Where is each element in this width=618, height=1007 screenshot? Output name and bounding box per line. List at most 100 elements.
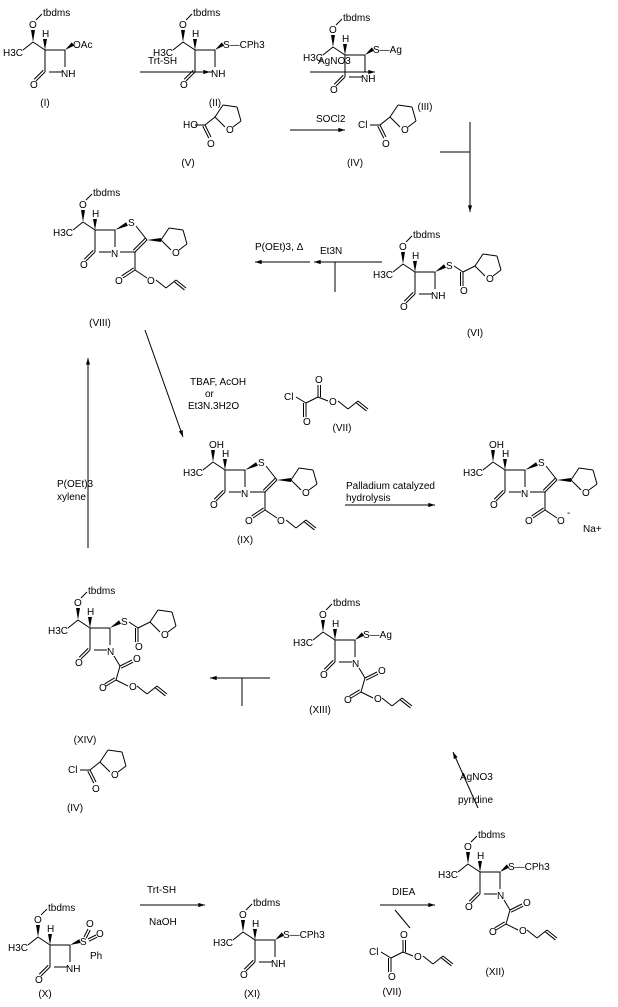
arrow-head [314, 259, 321, 265]
bond-line [492, 461, 506, 471]
hydrogen-label: H [502, 449, 509, 460]
reagent-agno3-1: AgNO3 [318, 56, 351, 67]
compound-label-i: (I) [40, 98, 49, 109]
double-bond-line [494, 921, 505, 929]
bond-line [322, 46, 334, 56]
compound-label-x: (X) [38, 989, 51, 1000]
bond-line [325, 603, 333, 611]
chlorine-label: Cl [68, 765, 77, 776]
double-bond-line [33, 69, 44, 80]
double-bond-line [85, 929, 91, 939]
bond-line [168, 227, 184, 231]
double-bond-line [183, 69, 194, 80]
hydrogen-label: H [92, 209, 99, 220]
compound-label-xi: (XI) [244, 989, 260, 1000]
wedge-bond [500, 864, 510, 872]
bond-line [214, 104, 224, 118]
bond-line [505, 923, 519, 931]
wedge-bond [193, 39, 197, 50]
double-bond-line [400, 699, 411, 709]
double-bond-line [78, 647, 89, 658]
arrow-head [338, 127, 345, 133]
bond-line [290, 467, 300, 481]
carbonyl-oxygen: O [210, 500, 218, 511]
nh-label: NH [61, 69, 75, 80]
double-bond-line [120, 661, 134, 669]
double-bond-line [174, 281, 185, 291]
tbdms-label: tbdms [48, 903, 75, 914]
bond-line [389, 116, 401, 128]
bond-line [322, 631, 336, 641]
carbonyl-oxygen: O [378, 666, 386, 677]
methyl-label: H3C [53, 228, 73, 239]
bond-line [492, 269, 502, 277]
wedge-bond [343, 44, 347, 55]
carbonyl-oxygen: O [245, 516, 253, 527]
sulfur-label: S [538, 458, 545, 469]
bond-line [264, 509, 278, 519]
double-bond-line [215, 491, 226, 502]
nitrogen-label: N [352, 659, 359, 670]
methyl-label: H3C [48, 626, 68, 637]
methyl-label: H3C [8, 943, 28, 954]
bond-line [536, 929, 548, 939]
wedge-bond [93, 219, 97, 230]
carbonyl-oxygen: O [489, 927, 497, 938]
bond-line [526, 929, 538, 939]
sulfur-label: S [128, 218, 135, 229]
bond-line [407, 120, 417, 128]
nitrogen-label: N [107, 647, 114, 658]
compound-label-vii: (VII) [333, 423, 352, 434]
carbonyl-oxygen: O [30, 80, 38, 91]
bond-line [232, 931, 244, 941]
double-bond-line [132, 237, 146, 251]
tbdms-label: tbdms [413, 230, 440, 241]
bond-line [470, 835, 478, 843]
bond-line [136, 685, 148, 695]
bond-line [160, 227, 170, 241]
double-bond-line [350, 691, 362, 699]
bond-line [570, 479, 582, 491]
bond-line [347, 400, 359, 410]
c4-substituent: S—CPh3 [508, 862, 550, 873]
carbonyl-oxygen: O [80, 260, 88, 271]
bond-line [390, 951, 404, 959]
bond-line [214, 116, 226, 128]
tbdms-label: tbdms [253, 898, 280, 909]
negative-charge: - [567, 508, 570, 519]
thf-ring-oxygen: O [582, 488, 590, 499]
double-bond-line [87, 770, 95, 784]
double-bond-line [105, 679, 117, 687]
arrow-head [428, 502, 435, 508]
bond-line [332, 46, 346, 56]
bond-line [134, 269, 148, 279]
bond-line [40, 908, 48, 916]
ether-oxygen: O [464, 842, 472, 853]
double-bond-line [204, 124, 212, 138]
bond-line [432, 955, 444, 965]
double-bond-line [243, 959, 254, 970]
wedge-bond [70, 939, 81, 945]
double-bond-line [202, 125, 210, 139]
bond-line [312, 631, 324, 641]
double-bond-line [531, 507, 544, 517]
arrow-head [453, 752, 458, 759]
bond-line [99, 761, 111, 773]
compound-label-ii: (II) [209, 98, 221, 109]
bond-line [72, 221, 84, 231]
double-bond-line [156, 685, 168, 695]
double-bond-line [377, 125, 385, 139]
bond-line [457, 863, 469, 873]
bond-line [317, 396, 329, 402]
nitrogen-label: N [497, 891, 504, 902]
nitrogen-label: N [521, 489, 528, 500]
arrow-head [428, 902, 435, 908]
reagent-pd-2: hydrolysis [346, 493, 390, 504]
reagent-diea: DIEA [392, 887, 416, 898]
wedge-bond [333, 629, 337, 640]
reagent-tbaf-3: Et3N.3H2O [188, 401, 239, 412]
bond-line [149, 609, 159, 623]
nh-label: NH [431, 291, 445, 302]
ester-oxygen: O [414, 952, 422, 963]
